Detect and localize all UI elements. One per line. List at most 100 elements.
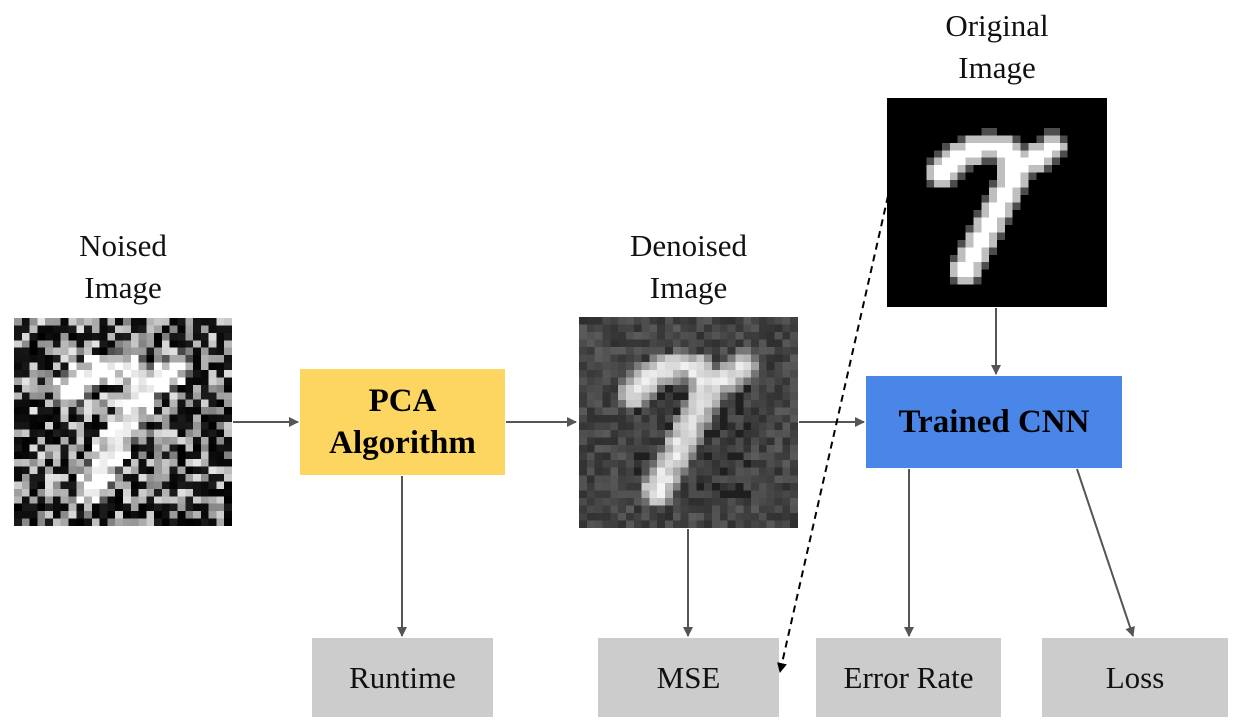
- pixel: [633, 460, 642, 468]
- pixel: [657, 460, 666, 468]
- pixel: [208, 347, 217, 356]
- pixel: [1028, 187, 1037, 196]
- pixel: [649, 505, 658, 514]
- pixel: [177, 318, 186, 326]
- pixel: [641, 437, 650, 446]
- pixel: [29, 347, 38, 356]
- pixel: [1099, 187, 1107, 196]
- pixel: [76, 459, 85, 467]
- pixel: [649, 392, 658, 401]
- pixel: [735, 497, 744, 506]
- pixel: [610, 384, 619, 393]
- pixel: [208, 429, 217, 438]
- pixel: [208, 518, 217, 526]
- pixel: [918, 292, 927, 300]
- pixel: [138, 466, 147, 475]
- pixel: [21, 422, 30, 430]
- pixel: [918, 202, 927, 211]
- pixel: [84, 355, 93, 363]
- pixel: [193, 503, 202, 512]
- pixel: [774, 512, 783, 521]
- pixel: [1020, 247, 1029, 255]
- pixel: [84, 481, 93, 490]
- pixel: [177, 392, 186, 400]
- pixel: [719, 437, 728, 446]
- pixel: [957, 277, 966, 285]
- pixel: [37, 518, 46, 526]
- pixel: [91, 459, 100, 467]
- pixel: [1091, 165, 1100, 173]
- pixel: [918, 172, 927, 181]
- pixel: [610, 505, 619, 514]
- pixel: [1083, 239, 1092, 248]
- pixel: [918, 239, 927, 248]
- pixel: [766, 414, 775, 423]
- pixel: [704, 317, 713, 325]
- pixel: [123, 392, 131, 400]
- pixel: [657, 430, 666, 438]
- pixel: [727, 505, 736, 514]
- pixel: [719, 497, 728, 506]
- pixel: [918, 157, 927, 166]
- pixel: [60, 325, 69, 334]
- pixel: [997, 247, 1006, 255]
- pixel: [602, 384, 611, 393]
- pixel: [594, 347, 603, 355]
- pixel: [680, 384, 689, 393]
- pixel: [926, 202, 935, 211]
- pixel: [1099, 202, 1107, 211]
- pixel: [657, 407, 666, 416]
- pixel: [774, 505, 783, 514]
- pixel: [790, 377, 798, 385]
- pixel: [989, 120, 998, 129]
- pixel: [52, 496, 61, 504]
- pixel: [200, 392, 209, 400]
- pixel: [894, 209, 903, 218]
- pixel: [169, 414, 178, 423]
- pixel: [774, 430, 783, 438]
- pixel: [751, 505, 760, 514]
- pixel: [949, 284, 958, 293]
- pixel: [766, 354, 775, 363]
- pixel: [1091, 105, 1100, 114]
- pixel: [696, 445, 705, 453]
- pixel: [782, 377, 791, 385]
- pixel: [926, 247, 935, 255]
- pixel: [973, 262, 982, 270]
- pixel: [1052, 98, 1061, 106]
- pixel: [680, 445, 689, 453]
- pixel: [154, 318, 163, 326]
- pixel: [169, 436, 178, 445]
- pixel: [224, 384, 232, 393]
- pixel: [1091, 269, 1100, 278]
- pixel: [989, 247, 998, 255]
- pixel: [60, 355, 69, 363]
- pixel: [649, 317, 658, 325]
- pixel: [743, 445, 752, 453]
- pixel: [688, 384, 697, 393]
- pixel: [696, 437, 705, 446]
- pixel: [1052, 157, 1061, 166]
- pixel: [782, 407, 791, 416]
- pixel: [625, 445, 634, 453]
- pixel: [169, 422, 178, 430]
- pixel: [918, 232, 927, 240]
- pixel: [641, 460, 650, 468]
- pixel: [1044, 112, 1053, 121]
- pixel: [602, 490, 611, 499]
- pixel: [68, 377, 77, 386]
- pixel: [84, 429, 93, 438]
- pixel: [665, 317, 674, 325]
- pixel: [949, 135, 958, 143]
- pixel: [610, 445, 619, 453]
- pixel: [169, 474, 178, 482]
- pixel: [1083, 254, 1092, 263]
- pixel: [942, 165, 951, 173]
- pixel: [782, 414, 791, 423]
- pixel: [997, 98, 1006, 106]
- pixel: [758, 339, 767, 348]
- pixel: [926, 120, 935, 129]
- pixel: [99, 384, 108, 393]
- pixel: [934, 120, 943, 129]
- pixel: [1044, 232, 1053, 240]
